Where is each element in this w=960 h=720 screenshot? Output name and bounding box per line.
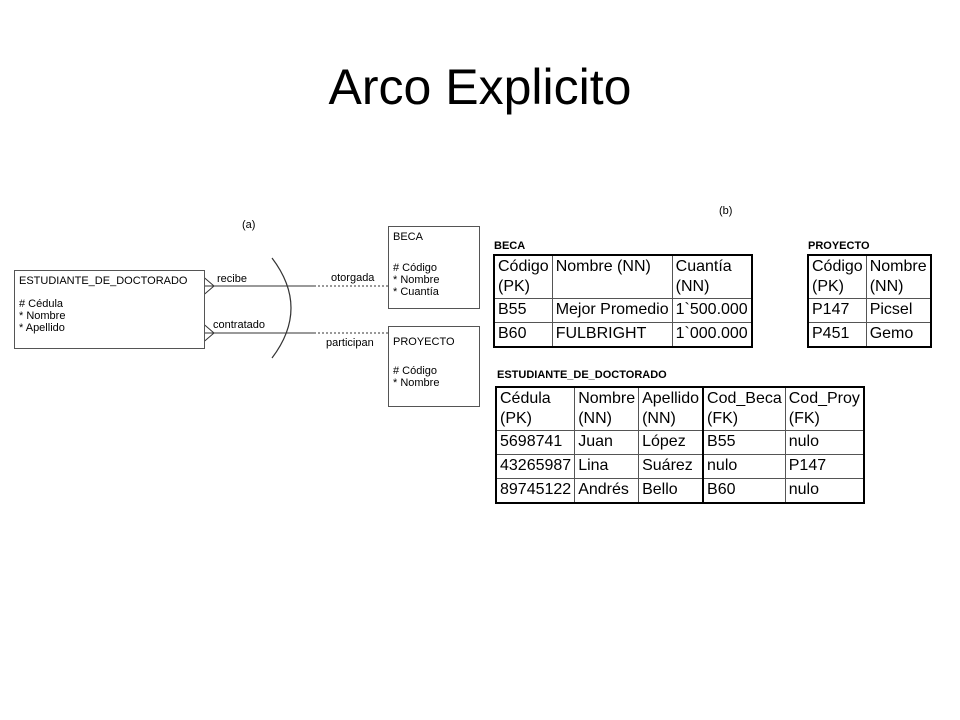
diagram-b-label: (b) [719, 205, 733, 217]
proyecto-entity-box: PROYECTO # Código * Nombre [388, 326, 480, 407]
proyecto-table: Código (PK) Nombre (NN) P147 Picsel P451… [807, 254, 932, 348]
student-attr-nombre: * Nombre [19, 310, 66, 322]
beca-attr-codigo: # Código [393, 262, 438, 274]
beca-entity-box: BECA # Código * Nombre * Cuantía [388, 226, 480, 309]
table-cell: 1`000.000 [671, 322, 753, 348]
proyecto-table-caption: PROYECTO [808, 240, 870, 252]
table-header-row: Cédula (PK) Nombre (NN) Apellido (NN) Co… [495, 386, 865, 431]
proyecto-attr-nombre: * Nombre [393, 377, 440, 389]
table-cell: 1`500.000 [671, 298, 753, 323]
table-row: P451 Gemo [807, 322, 932, 348]
table-cell: B55 [702, 430, 786, 455]
table-cell: nulo [784, 430, 865, 455]
table-cell: López [638, 430, 704, 455]
proyecto-col-nombre: Nombre (NN) [865, 254, 932, 299]
table-cell: B60 [493, 322, 553, 348]
proyecto-entity-name: PROYECTO [393, 336, 455, 348]
estudiante-col-cedula: Cédula (PK) [495, 386, 576, 431]
proyecto-attr-codigo: # Código [393, 365, 438, 377]
estudiante-table: Cédula (PK) Nombre (NN) Apellido (NN) Co… [495, 386, 865, 504]
rel-recibe-label: recibe [217, 273, 247, 285]
slide-title: Arco Explicito [328, 59, 632, 115]
rel-otorgada-label: otorgada [331, 272, 375, 284]
estudiante-col-apellido: Apellido (NN) [638, 386, 704, 431]
diagram-a-label: (a) [242, 219, 256, 231]
student-entity-box: ESTUDIANTE_DE_DOCTORADO # Cédula * Nombr… [14, 270, 205, 349]
estudiante-table-caption: ESTUDIANTE_DE_DOCTORADO [497, 369, 667, 381]
table-header-row: Código (PK) Nombre (NN) Cuantía (NN) [493, 254, 753, 299]
table-row: B60 FULBRIGHT 1`000.000 [493, 322, 753, 348]
table-row: 89745122 Andrés Bello B60 nulo [495, 478, 865, 504]
beca-attr-nombre: * Nombre [393, 274, 440, 286]
table-cell: Gemo [865, 322, 932, 348]
beca-col-nombre: Nombre (NN) [551, 254, 673, 299]
table-cell: B55 [493, 298, 553, 323]
table-header-row: Código (PK) Nombre (NN) [807, 254, 932, 299]
table-cell: P147 [807, 298, 867, 323]
beca-col-cuantia: Cuantía (NN) [671, 254, 753, 299]
beca-entity-name: BECA [393, 231, 423, 243]
student-attr-apellido: * Apellido [19, 322, 65, 334]
table-cell: nulo [702, 454, 786, 479]
table-cell: Lina [574, 454, 640, 479]
beca-attr-cuantia: * Cuantía [393, 286, 439, 298]
table-row: 5698741 Juan López B55 nulo [495, 430, 865, 455]
beca-table: Código (PK) Nombre (NN) Cuantía (NN) B55… [493, 254, 753, 348]
table-row: 43265987 Lina Suárez nulo P147 [495, 454, 865, 479]
rel-participan-label: participan [326, 337, 374, 349]
table-cell: Juan [574, 430, 640, 455]
table-cell: Mejor Promedio [551, 298, 673, 323]
table-cell: FULBRIGHT [551, 322, 673, 348]
table-cell: nulo [784, 478, 865, 504]
estudiante-col-cod-beca: Cod_Beca (FK) [702, 386, 786, 431]
estudiante-col-cod-proy: Cod_Proy (FK) [784, 386, 865, 431]
table-cell: Andrés [574, 478, 640, 504]
table-cell: 43265987 [495, 454, 576, 479]
student-entity-name: ESTUDIANTE_DE_DOCTORADO [19, 275, 188, 287]
table-cell: Bello [638, 478, 704, 504]
table-cell: B60 [702, 478, 786, 504]
table-cell: Picsel [865, 298, 932, 323]
table-cell: P147 [784, 454, 865, 479]
table-cell: Suárez [638, 454, 704, 479]
table-cell: 89745122 [495, 478, 576, 504]
proyecto-col-codigo: Código (PK) [807, 254, 867, 299]
beca-table-caption: BECA [494, 240, 526, 252]
exclusive-arc [271, 257, 292, 359]
student-attr-cedula: # Cédula [19, 298, 64, 310]
table-cell: P451 [807, 322, 867, 348]
rel-contratado-label: contratado [213, 319, 265, 331]
table-row: B55 Mejor Promedio 1`500.000 [493, 298, 753, 323]
table-cell: 5698741 [495, 430, 576, 455]
beca-col-codigo: Código (PK) [493, 254, 553, 299]
estudiante-col-nombre: Nombre (NN) [574, 386, 640, 431]
table-row: P147 Picsel [807, 298, 932, 323]
